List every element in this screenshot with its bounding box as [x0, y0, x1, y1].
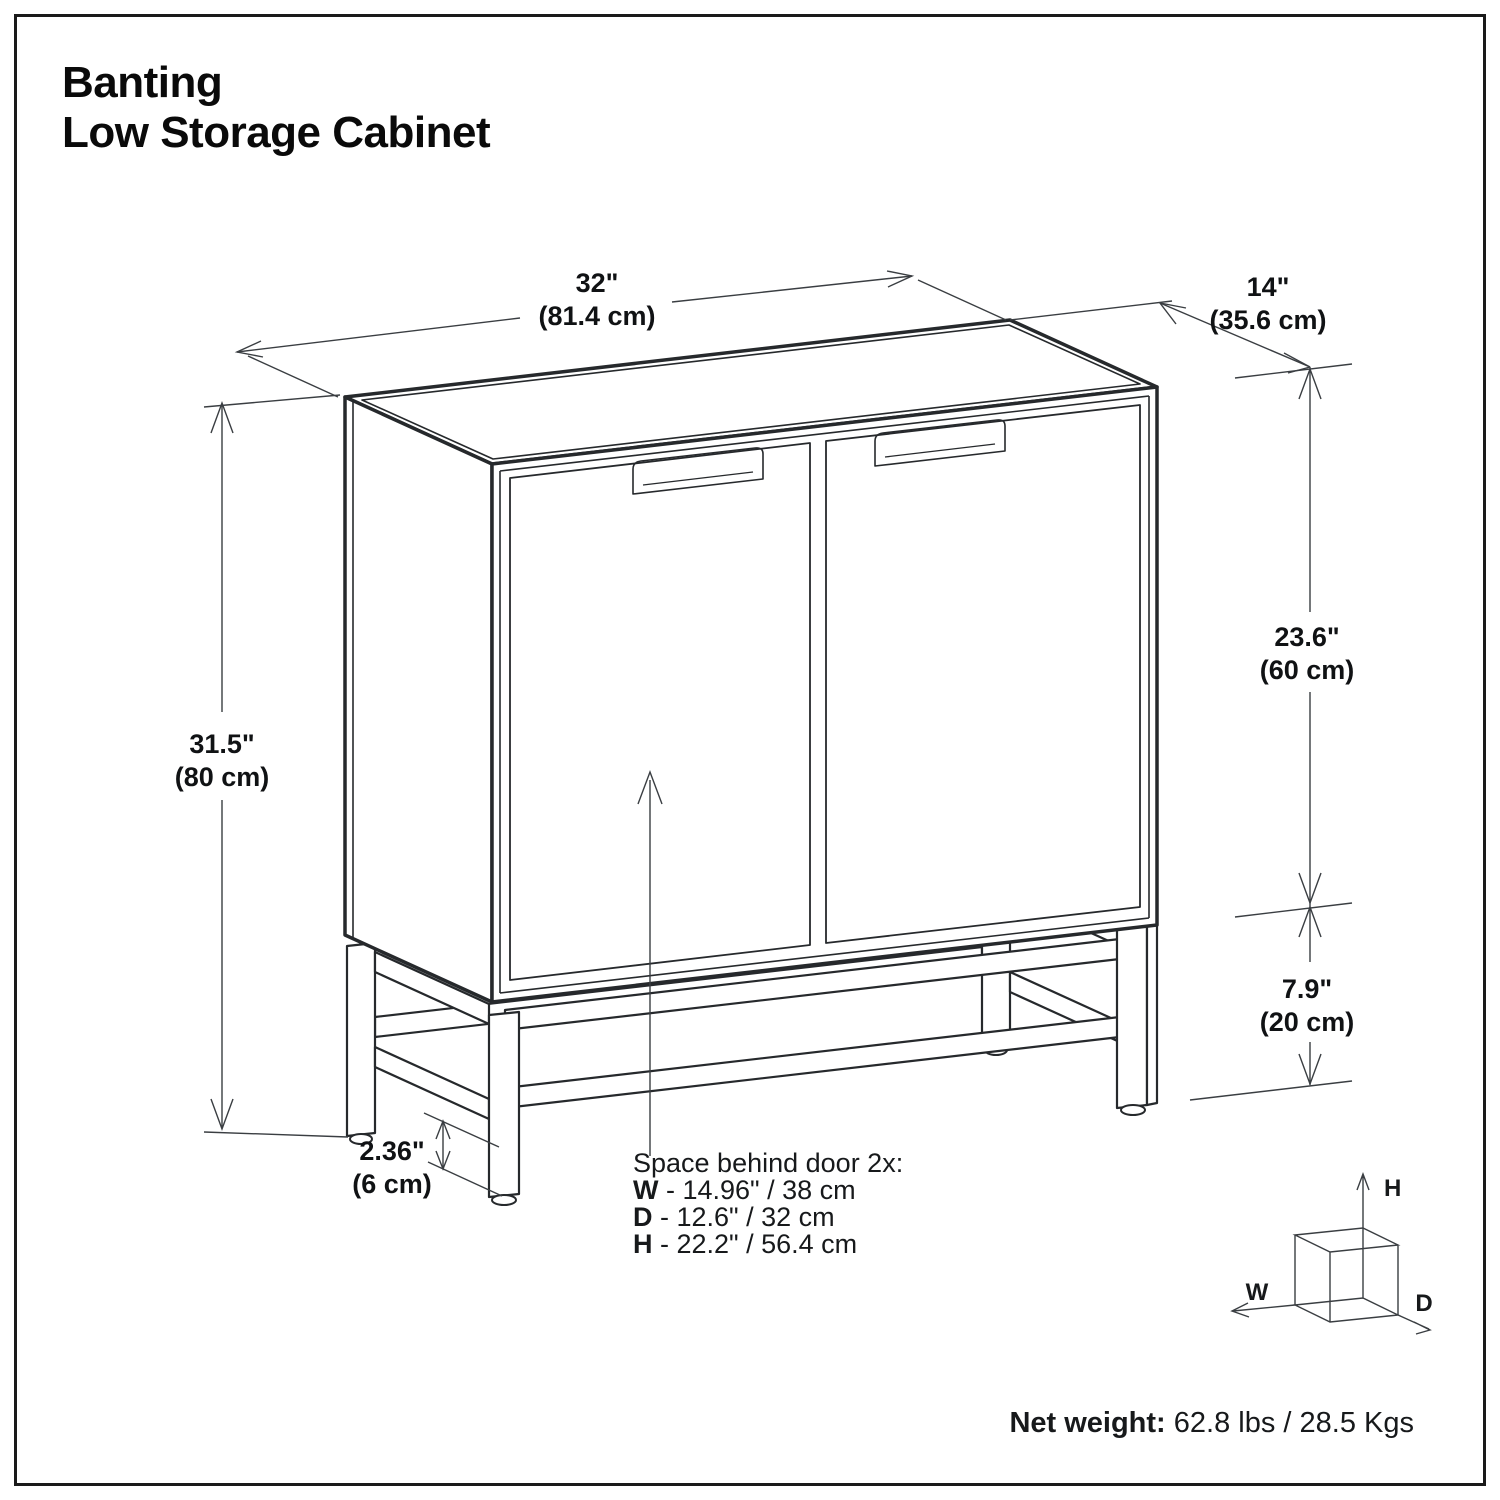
- cabinet-base-frame: [345, 863, 1159, 1206]
- depth-label-in: 14": [1247, 272, 1290, 302]
- floor-extension-line: [1189, 1080, 1353, 1101]
- right-door-handle: [874, 419, 1006, 467]
- right-door-handle-lip: [884, 443, 996, 458]
- dimension-depth: 14" (35.6 cm): [1009, 272, 1327, 374]
- cube-d-label: D: [1415, 1290, 1432, 1317]
- arrowhead-down-icon: [1298, 872, 1322, 906]
- space-behind-door-leader: [637, 770, 663, 1156]
- cabinet-front-face: [490, 385, 1159, 1004]
- interior-space-note: Space behind door 2x: W - 14.96" / 38 cm…: [633, 1148, 903, 1259]
- cabinet-extension-lines: [1234, 363, 1353, 918]
- product-title: Banting Low Storage Cabinet: [62, 58, 491, 157]
- base-front-left-leg: [487, 1010, 521, 1199]
- height-total-label-cm: (80 cm): [175, 762, 270, 792]
- leg-extension-lines: [423, 1112, 503, 1197]
- left-door: [509, 442, 811, 981]
- interior-space-width-axis: W: [633, 1175, 659, 1205]
- dimension-height-cabinet: 23.6" (60 cm): [1234, 363, 1355, 918]
- interior-space-width: W - 14.96" / 38 cm: [633, 1175, 856, 1205]
- depth-label-cm: (35.6 cm): [1209, 305, 1326, 335]
- arrowhead-up-icon: [1298, 904, 1322, 938]
- net-weight-label: Net weight:: [1009, 1407, 1173, 1439]
- cube-d-arrow: [1397, 1314, 1432, 1335]
- product-title-line2: Low Storage Cabinet: [62, 108, 491, 157]
- interior-space-width-value: - 14.96" / 38 cm: [658, 1175, 855, 1205]
- interior-space-heading: Space behind door 2x:: [633, 1148, 903, 1178]
- height-extension-lines: [203, 394, 349, 1138]
- dimension-height-base: 7.9" (20 cm): [1189, 904, 1355, 1101]
- arrowhead-right-icon: [886, 270, 915, 288]
- base-front-stretcher: [503, 1013, 1139, 1110]
- cabinet-drawing: [343, 318, 1159, 1206]
- cube-h-label: H: [1384, 1175, 1401, 1202]
- width-label-in: 32": [576, 268, 619, 298]
- height-base-label-cm: (20 cm): [1260, 1007, 1355, 1037]
- arrowhead-down-icon: [210, 1098, 234, 1132]
- dimension-width: 32" (81.4 cm): [234, 268, 1007, 398]
- interior-space-depth-value: - 12.6" / 32 cm: [653, 1202, 835, 1232]
- arrowhead-upleft-icon: [1158, 301, 1187, 325]
- arrowhead-left-icon: [234, 340, 264, 358]
- net-weight: Net weight: 62.8 lbs / 28.5 Kgs: [1009, 1407, 1414, 1439]
- product-title-line1: Banting: [62, 58, 222, 107]
- base-left-mid-rail: [373, 1045, 491, 1121]
- cube-w-label: W: [1246, 1279, 1269, 1306]
- interior-space-depth-axis: D: [633, 1202, 653, 1232]
- interior-space-height-axis: H: [633, 1229, 653, 1259]
- width-label-cm: (81.4 cm): [538, 301, 655, 331]
- right-door-outline: [825, 404, 1141, 944]
- leg-width-label-cm: (6 cm): [352, 1169, 432, 1199]
- axis-cube-icon: H W D: [1230, 1172, 1433, 1335]
- dimension-leg-width: 2.36" (6 cm): [352, 1112, 503, 1199]
- cabinet-top-rim: [361, 324, 1141, 460]
- cube-h-arrow: [1356, 1172, 1370, 1228]
- arrowhead-up-icon: [210, 400, 234, 434]
- height-total-label-in: 31.5": [189, 729, 254, 759]
- dimension-height-total: 31.5" (80 cm): [175, 394, 349, 1138]
- cabinet-left-face: [343, 395, 494, 1004]
- arrowhead-down-icon: [1298, 1053, 1322, 1087]
- base-front-right-leg-side: [1145, 923, 1159, 1107]
- base-front-left-foot: [491, 1194, 517, 1206]
- left-door-handle: [632, 447, 764, 495]
- page-border: [14, 14, 1486, 1486]
- base-front-right-leg: [1115, 924, 1149, 1110]
- right-door: [825, 404, 1141, 944]
- left-door-handle-lip: [642, 471, 754, 486]
- net-weight-value: 62.8 lbs / 28.5 Kgs: [1174, 1407, 1414, 1439]
- width-extension-lines: [247, 279, 1007, 398]
- base-front-right-foot: [1120, 1104, 1146, 1116]
- height-cabinet-label-cm: (60 cm): [1260, 655, 1355, 685]
- up-arrow-icon: [637, 770, 663, 805]
- cabinet-body: [343, 318, 1159, 1004]
- height-base-label-in: 7.9": [1282, 974, 1332, 1004]
- base-back-left-leg: [345, 941, 377, 1138]
- depth-extension-line: [1009, 300, 1173, 321]
- leg-width-label-in: 2.36": [359, 1136, 424, 1166]
- interior-space-depth: D - 12.6" / 32 cm: [633, 1202, 835, 1232]
- height-cabinet-label-in: 23.6": [1274, 622, 1339, 652]
- cube-wireframe: [1292, 1227, 1401, 1323]
- interior-space-height-value: - 22.2" / 56.4 cm: [653, 1229, 858, 1259]
- left-door-outline: [509, 442, 811, 981]
- base-back-left-foot: [349, 1133, 373, 1145]
- cube-w-arrow: [1230, 1302, 1296, 1318]
- front-frame-inner: [499, 395, 1150, 994]
- interior-space-height: H - 22.2" / 56.4 cm: [633, 1229, 857, 1259]
